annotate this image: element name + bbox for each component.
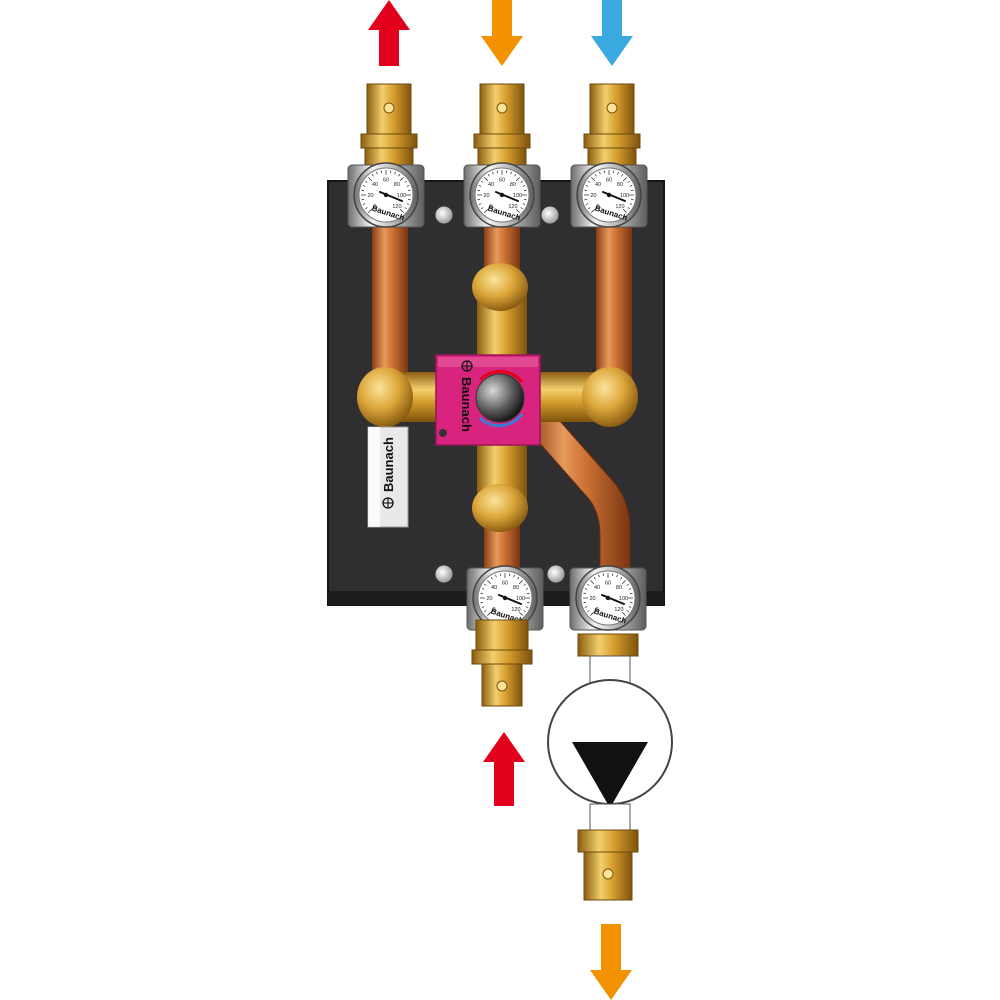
brass-ball-left	[357, 367, 413, 427]
bolt-bottom-right	[547, 565, 565, 583]
plate-brand-label: Baunach	[368, 427, 408, 527]
gauge-tick-label: 20	[367, 193, 373, 199]
top-valve-2	[474, 84, 530, 166]
gauge-tick-label: 60	[502, 581, 508, 587]
mixer-screw	[439, 429, 447, 437]
flow-in-bottom-center-arrow-icon	[483, 732, 525, 806]
brass-ball-bottom	[472, 484, 528, 532]
gauge-tick-label: 80	[616, 585, 622, 591]
pump-assembly	[548, 634, 672, 900]
gauge-tick-label: 120	[392, 204, 401, 210]
gauge-tick-label: 80	[617, 182, 623, 188]
gauge-tick-label: 60	[606, 178, 612, 184]
gauge-tick-label: 20	[590, 193, 596, 199]
gauge-tick-label: 40	[594, 585, 600, 591]
gauge-tick-label: 100	[397, 193, 406, 199]
pipe-right-vertical	[596, 225, 632, 385]
gauge-tick-label: 80	[394, 182, 400, 188]
mixer-valve-window	[476, 374, 524, 422]
gauge-tick-label: 20	[483, 193, 489, 199]
bolt-top-right	[541, 206, 559, 224]
baunach-logo-icon	[462, 361, 472, 371]
flow-in-top-center-arrow-icon	[481, 0, 523, 66]
baunach-logo-icon-plate	[383, 498, 393, 508]
gauge-tick-label: 40	[488, 182, 494, 188]
brass-ball-top	[472, 263, 528, 311]
gauge-tick-label: 100	[619, 596, 628, 602]
flow-out-top-left-arrow-icon	[368, 0, 410, 66]
gauge-tick-label: 60	[605, 581, 611, 587]
mixer-brand-label: Baunach	[459, 377, 474, 432]
plate-brand-text: Baunach	[381, 437, 396, 492]
top-ball-valves	[361, 84, 640, 166]
gauge-tick-label: 120	[614, 607, 623, 613]
top-valve-1	[361, 84, 417, 166]
gauge-tick-label: 40	[595, 182, 601, 188]
bottom-center-valve	[472, 620, 532, 706]
gauge-tick-label: 120	[511, 607, 520, 613]
flow-out-bottom-right-arrow-icon	[590, 924, 632, 1000]
gauge-tick-label: 120	[615, 204, 624, 210]
bolt-bottom-left	[435, 565, 453, 583]
pump-union-top	[578, 634, 638, 656]
gauge-tick-label: 80	[513, 585, 519, 591]
gauge-tick-label: 20	[589, 596, 595, 602]
gauge-tick-label: 100	[620, 193, 629, 199]
gauge-tick-label: 100	[513, 193, 522, 199]
gauge-tick-label: 40	[491, 585, 497, 591]
bolt-top-left	[435, 206, 453, 224]
flow-in-top-right-arrow-icon	[591, 0, 633, 66]
gauge-tick-label: 100	[516, 596, 525, 602]
gauge-tick-label: 40	[372, 182, 378, 188]
top-valve-3	[584, 84, 640, 166]
pipe-left-vertical	[372, 225, 408, 385]
gauge-tick-label: 60	[499, 178, 505, 184]
gauge-tick-label: 80	[510, 182, 516, 188]
gauge-tick-label: 20	[486, 596, 492, 602]
pump-union-bottom	[578, 830, 638, 852]
mixer-valve-housing: Baunach	[436, 355, 540, 445]
brass-ball-right	[582, 367, 638, 427]
gauge-tick-label: 120	[508, 204, 517, 210]
gauge-tick-label: 60	[383, 178, 389, 184]
